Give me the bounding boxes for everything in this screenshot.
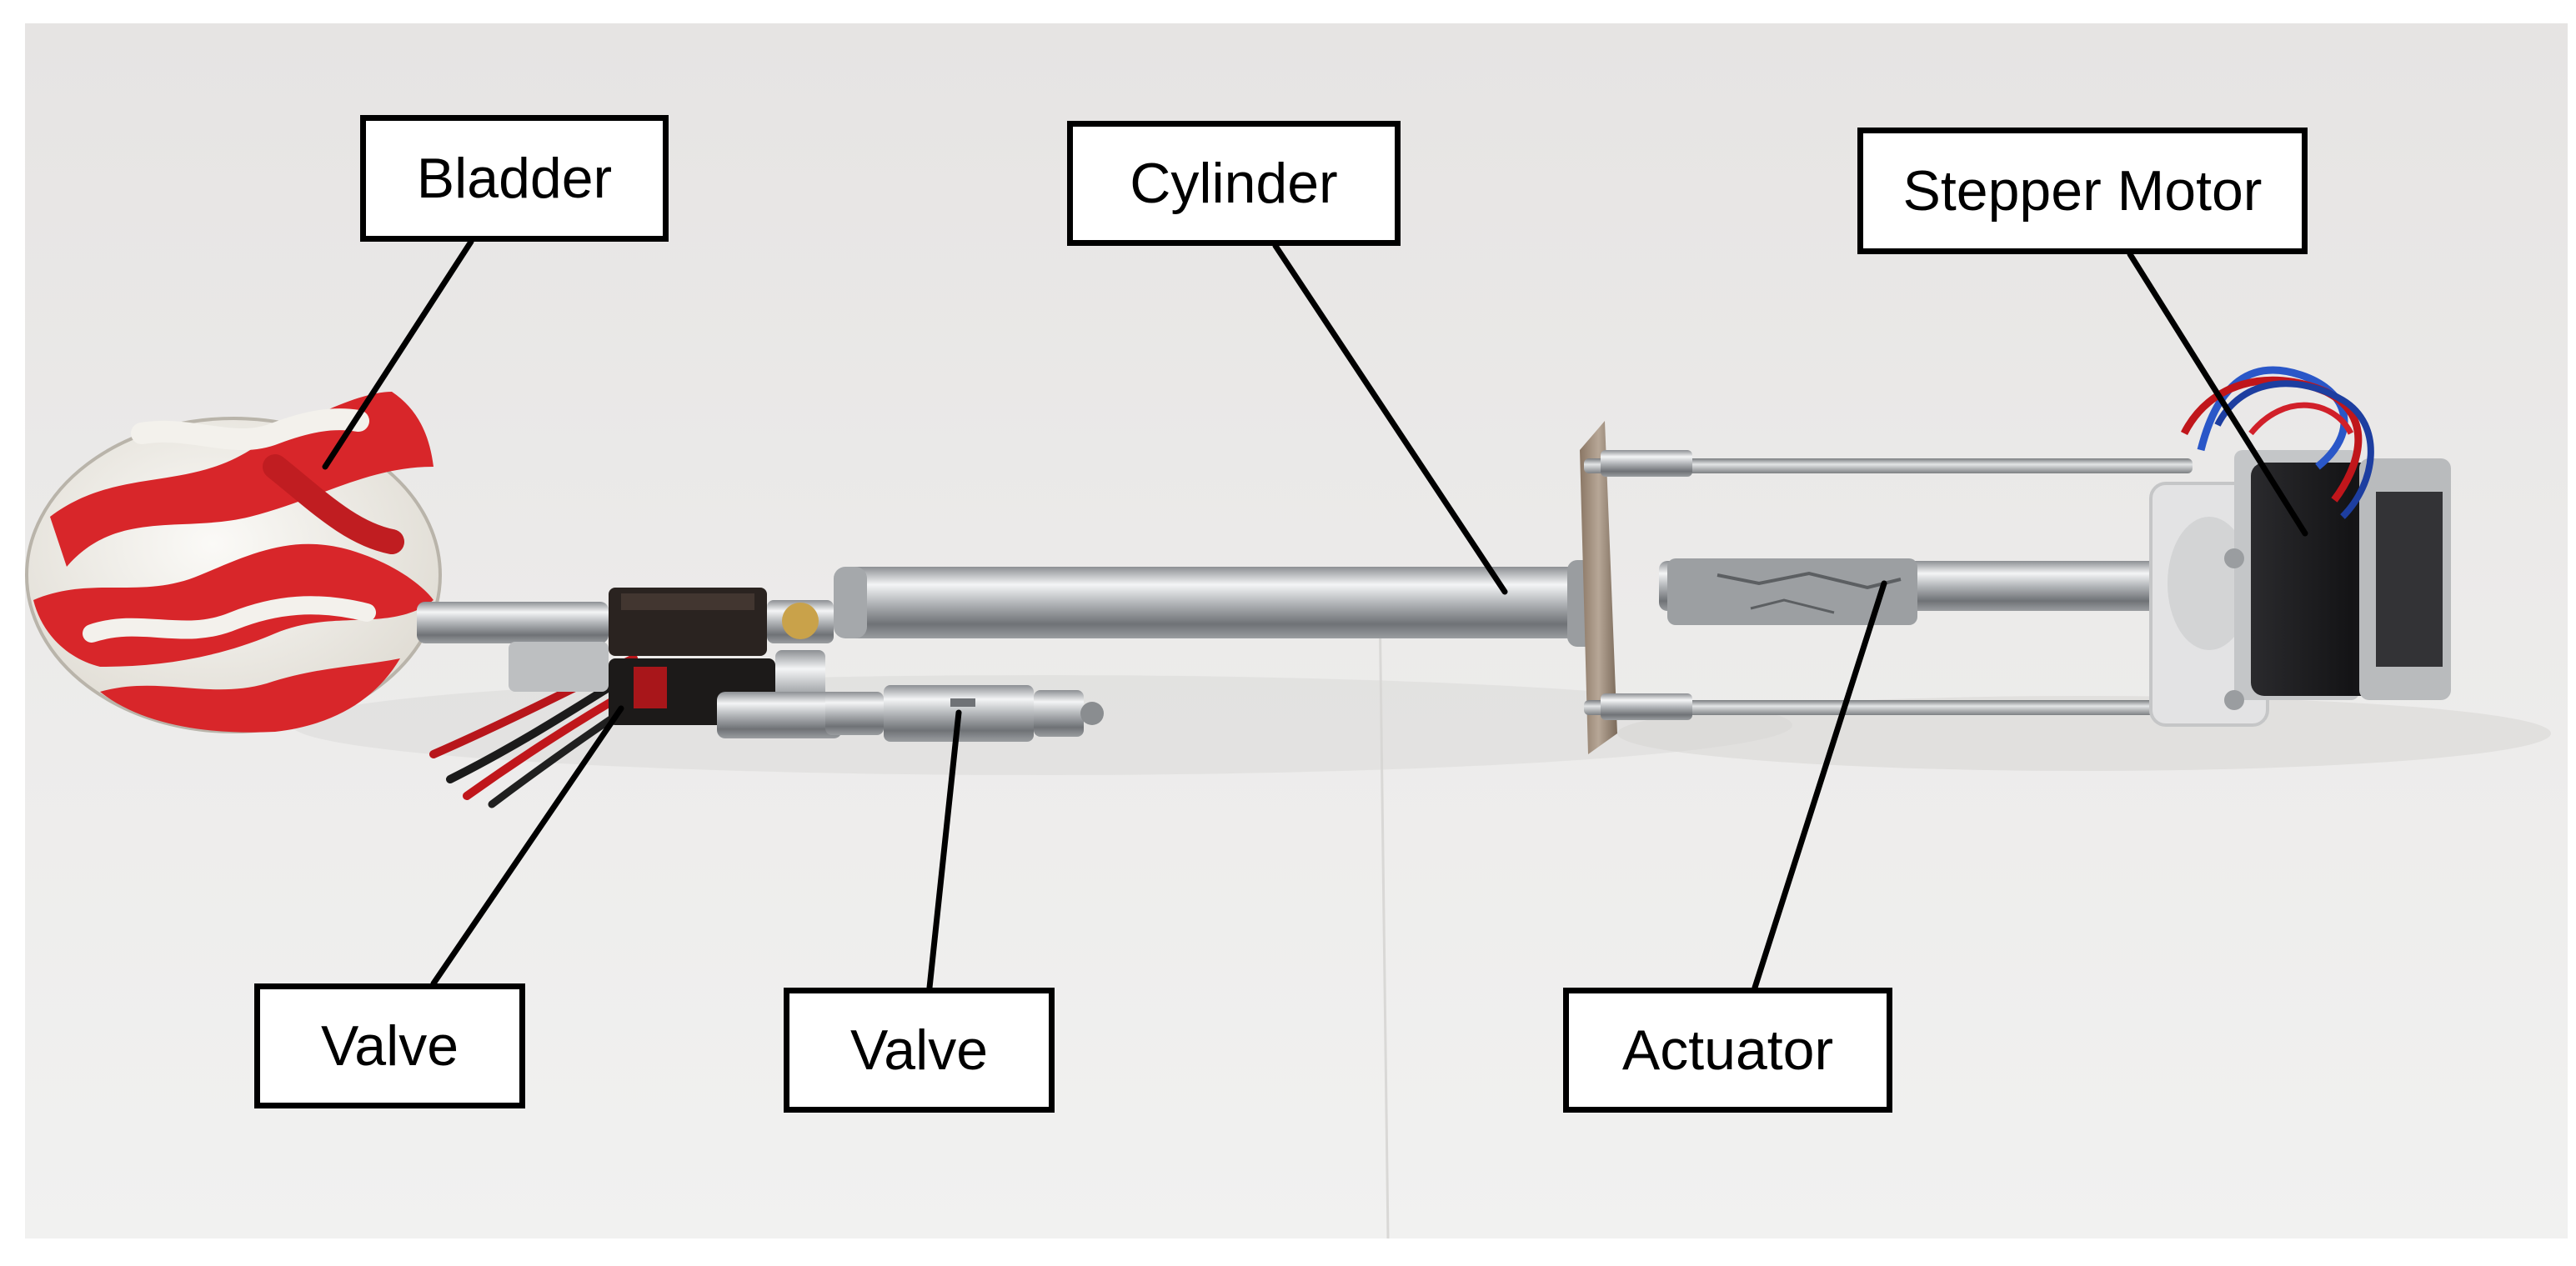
- valve-assembly-right: [825, 685, 1104, 742]
- mounting-plate: [1580, 421, 1617, 754]
- leader-actuator: [1752, 580, 1887, 991]
- label-valve-left: Valve: [254, 983, 525, 1108]
- leader-stepper-motor: [2127, 251, 2308, 537]
- table-seam: [1378, 599, 1390, 1239]
- leader-valve-right: [926, 709, 962, 991]
- leader-bladder: [322, 238, 474, 470]
- leader-valve-left: [430, 705, 624, 987]
- leader-cylinder: [1272, 243, 1508, 595]
- threaded-rods: [1584, 450, 2193, 720]
- stepper-motor: [2224, 450, 2451, 710]
- cylinder: [834, 560, 1604, 647]
- label-valve-right: Valve: [784, 988, 1055, 1113]
- label-stepper-motor: Stepper Motor: [1857, 128, 2308, 254]
- leader-lines: [322, 238, 2308, 991]
- bladder: [25, 392, 442, 733]
- valve-assembly-left: [417, 588, 842, 738]
- label-actuator: Actuator: [1563, 988, 1892, 1113]
- label-cylinder: Cylinder: [1067, 121, 1401, 246]
- actuator: [1659, 558, 2209, 625]
- label-bladder: Bladder: [360, 115, 669, 242]
